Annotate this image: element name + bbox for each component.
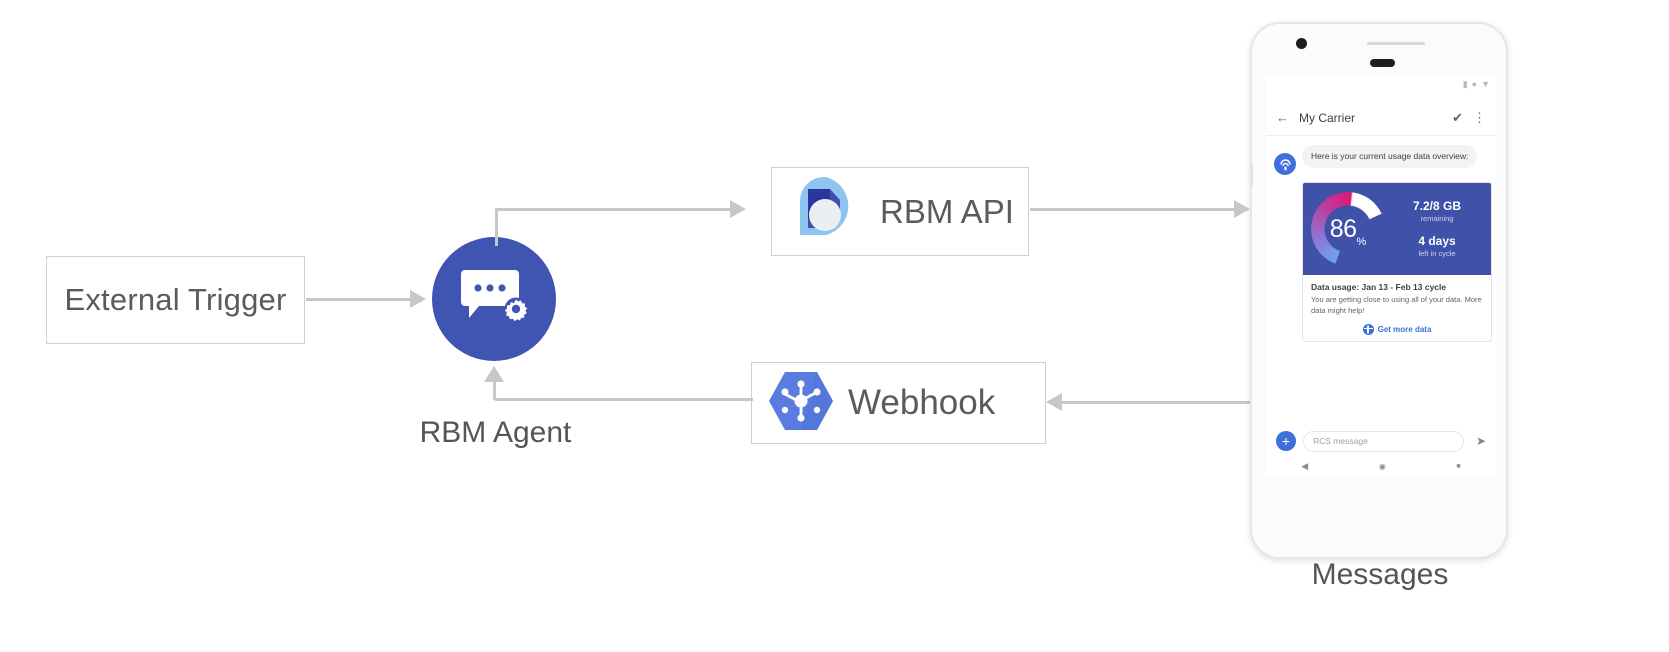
more-vert-icon[interactable]: ⋮ [1473, 109, 1486, 125]
nav-back-icon[interactable]: ◀ [1301, 460, 1309, 471]
card-body: Data usage: Jan 13 - Feb 13 cycle You ar… [1303, 275, 1491, 341]
data-usage-rich-card[interactable]: 86 % 7.2/8 GB remaining 4 days left in c… [1302, 182, 1492, 342]
rbm-api-box[interactable]: RBM API [771, 167, 1029, 256]
back-arrow-icon[interactable]: ← [1276, 110, 1289, 125]
gauge-number: 86 [1329, 214, 1357, 243]
arrowhead-phone-to-webhook [1046, 393, 1062, 411]
arrowhead-agent-to-api [730, 200, 746, 218]
conversation-title: My Carrier [1299, 110, 1355, 125]
gauge-value: 86 % [1311, 192, 1385, 266]
rbm-droplet-icon [792, 175, 860, 248]
messages-caption: Messages [1311, 558, 1449, 591]
message-composer: + RCS message ➤ [1266, 426, 1496, 456]
incoming-message-row: Here is your current usage data overview… [1274, 145, 1488, 175]
connector-agent-to-api [495, 208, 730, 211]
globe-icon [1362, 323, 1374, 335]
signal-dot-icon: ● [1471, 79, 1478, 89]
battery-icon: ▮ [1462, 79, 1468, 89]
hero-stats: 7.2/8 GB remaining 4 days left in cycle [1391, 198, 1483, 259]
webhook-box[interactable]: Webhook [751, 362, 1046, 444]
webhook-label: Webhook [848, 383, 996, 422]
get-more-data-label: Get more data [1377, 324, 1432, 334]
nav-recents-icon[interactable]: ■ [1456, 462, 1461, 470]
add-attachment-button[interactable]: + [1276, 431, 1296, 451]
usage-gauge: 86 % [1311, 192, 1385, 266]
rbm-api-label: RBM API [880, 192, 1014, 230]
card-description: You are getting close to using all of yo… [1311, 295, 1482, 315]
days-left-value: 4 days [1418, 234, 1456, 248]
connector-phone-to-webhook [1062, 401, 1258, 404]
external-trigger-box[interactable]: External Trigger [46, 256, 305, 344]
rbm-agent-label: RBM Agent [419, 416, 572, 449]
rcs-agent-icon [1274, 153, 1296, 175]
phone-screen: ▮ ● ▼ ← My Carrier ✔ ⋮ [1266, 76, 1496, 476]
connector-webhook-to-agent [495, 398, 753, 401]
verified-shield-icon: ✔ [1452, 109, 1463, 125]
connector-agent-up [495, 208, 498, 246]
card-hero: 86 % 7.2/8 GB remaining 4 days left in c… [1303, 183, 1491, 275]
arrowhead-api-to-phone [1234, 200, 1250, 218]
hexagon-nodes-icon [768, 370, 834, 437]
connector-agent-up-stub [493, 382, 496, 400]
earpiece-speaker [1370, 59, 1395, 67]
phone-bottom-bezel [1252, 472, 1506, 557]
android-phone-mockup: ▮ ● ▼ ← My Carrier ✔ ⋮ [1250, 22, 1508, 559]
intro-message-bubble: Here is your current usage data overview… [1302, 145, 1478, 169]
data-remaining-value: 7.2/8 GB [1412, 198, 1462, 213]
phone-top-bezel [1252, 24, 1506, 76]
arrowhead-webhook-to-agent [484, 366, 504, 382]
front-camera-icon [1296, 38, 1307, 49]
power-button[interactable] [1252, 164, 1253, 186]
gauge-percent-sign: % [1356, 236, 1367, 248]
get-more-data-button[interactable]: Get more data [1311, 323, 1483, 335]
app-bar: ← My Carrier ✔ ⋮ [1266, 100, 1496, 136]
connector-trigger-to-agent [306, 298, 410, 301]
days-left-caption: left in cycle [1418, 249, 1456, 259]
rcs-message-placeholder: RCS message [1313, 436, 1368, 446]
connector-api-to-phone [1030, 208, 1234, 211]
send-icon[interactable]: ➤ [1475, 434, 1486, 448]
gauge-ring [1311, 192, 1385, 266]
card-title: Data usage: Jan 13 - Feb 13 cycle [1311, 282, 1447, 292]
wifi-triangle-icon: ▼ [1481, 79, 1490, 89]
chat-gear-icon [461, 270, 528, 322]
message-thread: Here is your current usage data overview… [1266, 137, 1496, 428]
external-trigger-label: External Trigger [64, 282, 287, 317]
android-nav-bar: ◀ ◉ ■ [1266, 456, 1496, 476]
sensor-bar [1367, 42, 1425, 45]
rbm-agent-node[interactable] [432, 237, 556, 361]
rcs-message-input[interactable]: RCS message [1303, 430, 1464, 452]
data-remaining-caption: remaining [1420, 214, 1454, 223]
nav-home-icon[interactable]: ◉ [1378, 461, 1386, 471]
status-bar: ▮ ● ▼ [1463, 80, 1490, 89]
arrowhead-trigger-to-agent [410, 290, 426, 308]
